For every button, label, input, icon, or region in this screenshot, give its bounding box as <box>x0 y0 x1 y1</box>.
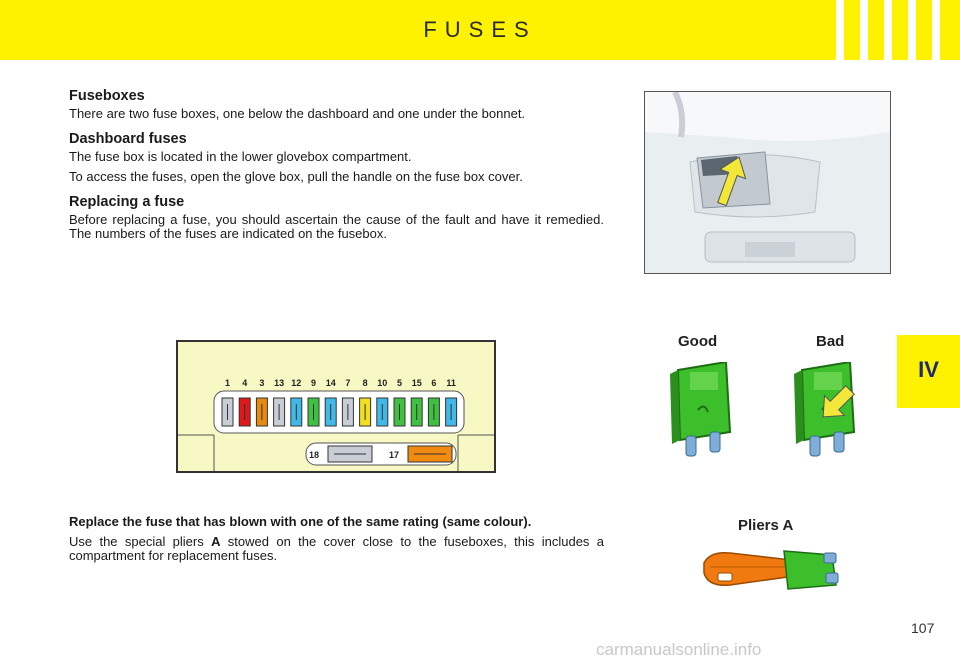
section-dashboard-fuses: Dashboard fuses The fuse box is located … <box>69 131 604 184</box>
fuse-number-4: 4 <box>242 378 247 388</box>
paragraph: To access the fuses, open the glove box,… <box>69 169 523 184</box>
fuse-number-11: 11 <box>446 378 456 388</box>
pliers-text-start: Use the special pliers <box>69 534 212 549</box>
bad-fuse-image <box>794 362 856 457</box>
bad-label: Bad <box>816 333 845 350</box>
paragraph: Before replacing a fuse, you should asce… <box>69 212 604 241</box>
fuse-number-15: 15 <box>412 378 422 388</box>
pliers-letter: A <box>211 534 221 549</box>
chapter-label: IV <box>918 357 939 382</box>
pliers-label: Pliers A <box>738 517 794 534</box>
fuse-number-1: 1 <box>225 378 230 388</box>
chapter-tab: IV <box>897 335 960 408</box>
section-heading: Dashboard fuses <box>69 131 187 147</box>
bottom-text: Replace the fuse that has blown with one… <box>69 515 604 569</box>
section-fuseboxes: Fuseboxes There are two fuse boxes, one … <box>69 88 604 121</box>
page-number: 107 <box>911 620 935 636</box>
fuse-number-14: 14 <box>326 378 336 388</box>
fuse-number-10: 10 <box>377 378 387 388</box>
good-label: Good <box>678 333 718 350</box>
fuse-number-5: 5 <box>397 378 402 388</box>
fuse-number-3: 3 <box>259 378 264 388</box>
fuse-number-7: 7 <box>345 378 350 388</box>
pliers-text-end: stowed on the cover close to the fusebox… <box>69 534 604 563</box>
good-fuse-image <box>670 362 732 457</box>
section-replacing-fuse: Replacing a fuse Before replacing a fuse… <box>69 194 604 241</box>
fuse-number-17: 17 <box>389 450 399 460</box>
section-heading: Replacing a fuse <box>69 194 185 210</box>
glovebox-photo <box>644 91 891 274</box>
fuse-number-8: 8 <box>363 378 368 388</box>
watermark: carmanualsonline.info <box>596 640 762 659</box>
text-column: Fuseboxes There are two fuse boxes, one … <box>69 88 604 251</box>
section-heading: Fuseboxes <box>69 88 145 104</box>
fuse-number-18: 18 <box>309 450 319 460</box>
fuse-number-12: 12 <box>291 378 301 388</box>
pliers-paragraph: Use the special pliers A stowed on the c… <box>69 535 604 563</box>
pliers-image <box>703 550 839 590</box>
fuse-number-6: 6 <box>431 378 436 388</box>
paragraph: There are two fuse boxes, one below the … <box>69 106 526 121</box>
page-title: FUSES <box>423 17 537 42</box>
paragraph: The fuse box is located in the lower glo… <box>69 149 412 164</box>
fuse-number-13: 13 <box>274 378 284 388</box>
header-band: FUSES <box>0 0 960 60</box>
header-stripes <box>830 0 960 60</box>
replace-note: Replace the fuse that has blown with one… <box>69 514 532 529</box>
fuse-number-9: 9 <box>311 378 316 388</box>
